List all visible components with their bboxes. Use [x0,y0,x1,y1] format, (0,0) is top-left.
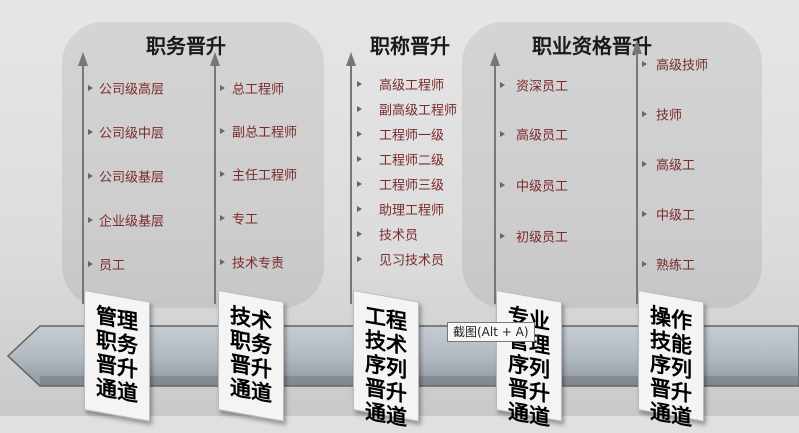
tick-icon [357,256,362,262]
tick-icon [500,182,505,188]
tick-icon [220,128,225,134]
channel-label: 工程技术序列晋升通道 [365,302,407,431]
item-engineering: 技术员 [379,228,419,244]
item-engineering: 高级工程师 [379,78,445,94]
tick-icon [642,61,647,67]
axis-arrow-professional [490,52,500,66]
item-professional: 资深员工 [516,79,569,95]
tick-icon [88,261,93,267]
axis-management [82,64,84,304]
tick-icon [357,131,362,137]
axis-arrow-engineering [346,52,356,66]
tick-icon [220,215,225,221]
axis-professional [494,64,496,304]
tick-icon [88,217,93,223]
channel-label: 管理职务晋升通道 [96,302,138,407]
tick-icon [642,211,647,217]
tick-icon [88,85,93,91]
item-technical: 技术专责 [232,256,285,272]
channel-card-professional: 专业管理序列晋升通道 [496,290,562,431]
tick-icon [500,131,505,137]
tick-icon [357,181,362,187]
tick-icon [357,81,362,87]
axis-arrow-management [78,52,88,66]
item-technical: 总工程师 [232,82,285,98]
tick-icon [220,85,225,91]
tick-icon [88,129,93,135]
tick-icon [220,259,225,265]
screenshot-tooltip: 截图(Alt + A) [447,322,535,342]
item-skill: 高级工 [656,158,696,174]
item-technical: 副总工程师 [232,125,298,141]
title-rank: 职称晋升 [370,34,450,58]
item-skill: 中级工 [656,208,696,224]
tick-icon [500,82,505,88]
channel-card-engineering: 工程技术序列晋升通道 [353,290,419,431]
item-skill: 技师 [656,108,683,124]
item-engineering: 助理工程师 [379,203,445,219]
tick-icon [642,161,647,167]
tick-icon [357,106,362,112]
item-technical: 专工 [232,212,259,228]
axis-arrow-technical [210,52,220,66]
item-engineering: 工程师三级 [379,178,445,194]
item-management: 公司级中层 [99,126,165,142]
item-professional: 高级员工 [516,128,569,144]
item-skill: 熟练工 [656,258,696,274]
tick-icon [88,173,93,179]
channel-card-management: 管理职务晋升通道 [84,290,150,422]
panel-qualification [462,22,762,308]
channel-card-skill: 操作技能序列晋升通道 [638,290,704,431]
axis-arrow-skill [632,40,642,54]
item-engineering: 副高级工程师 [379,103,458,119]
item-engineering: 工程师二级 [379,153,445,169]
tick-icon [357,156,362,162]
channel-card-technical: 技术职务晋升通道 [218,290,284,422]
axis-technical [214,64,216,304]
tick-icon [642,261,647,267]
item-technical: 主任工程师 [232,168,298,184]
item-professional: 初级员工 [516,230,569,246]
channel-label: 技术职务晋升通道 [230,302,272,407]
item-management: 公司级高层 [99,82,165,98]
item-skill: 高级技师 [656,58,709,74]
axis-skill [636,52,638,304]
axis-engineering [350,64,352,304]
item-engineering: 见习技术员 [379,253,445,269]
item-professional: 中级员工 [516,179,569,195]
item-engineering: 工程师一级 [379,128,445,144]
item-management: 公司级基层 [99,170,165,186]
panel-position [62,22,324,308]
tick-icon [357,231,362,237]
tick-icon [357,206,362,212]
tick-icon [500,233,505,239]
tick-icon [220,171,225,177]
tick-icon [642,111,647,117]
item-management: 企业级基层 [99,214,165,230]
item-management: 员工 [99,258,126,274]
channel-label: 操作技能序列晋升通道 [650,302,692,431]
